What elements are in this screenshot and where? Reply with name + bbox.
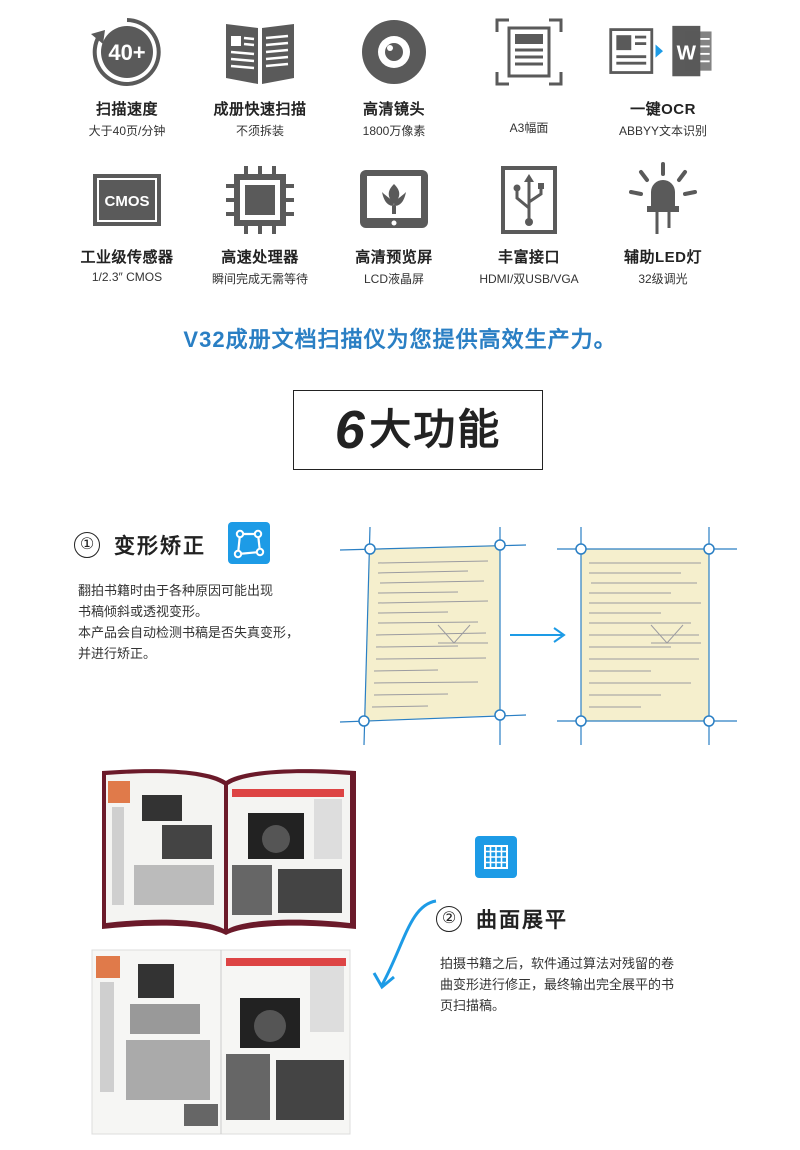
feature-title: 高清镜头	[362, 101, 425, 118]
cpu-chip-icon	[226, 166, 294, 234]
ocr-to-word-icon: W	[609, 25, 712, 77]
feature-title	[459, 98, 599, 116]
feature-book-scan: 成册快速扫描 不须拆装	[190, 12, 330, 139]
section-number: ①	[74, 532, 100, 558]
feature-subtitle: HDMI/双USB/VGA	[479, 272, 579, 286]
feature-subtitle: A3幅面	[509, 121, 549, 135]
feature-subtitle: 1/2.3″ CMOS	[91, 270, 163, 284]
arrow-right-icon	[510, 627, 566, 643]
usb-port-icon	[501, 166, 557, 234]
feature-title: 高清预览屏	[355, 249, 433, 266]
svg-text:40+: 40+	[108, 40, 145, 65]
feature-a3: A3幅面	[459, 12, 599, 136]
feature-interfaces: 丰富接口 HDMI/双USB/VGA	[459, 160, 599, 287]
feature-led: 辅助LED灯 32级调光	[593, 160, 733, 287]
svg-text:W: W	[677, 41, 697, 64]
a3-document-icon	[495, 18, 563, 86]
crop-polygon-icon	[228, 522, 270, 564]
svg-text:CMOS: CMOS	[105, 193, 150, 210]
feature-sensor: CMOS 工业级传感器 1/2.3″ CMOS	[57, 160, 197, 284]
feature-title: 辅助LED灯	[623, 249, 702, 266]
feature-hd-lens: 高清镜头 1800万像素	[324, 12, 464, 139]
feature-scan-speed: 40+ 扫描速度 大于40页/分钟	[57, 12, 197, 139]
lcd-screen-icon	[360, 170, 428, 228]
feature-title: 工业级传感器	[80, 249, 174, 266]
feature-subtitle: 32级调光	[638, 272, 688, 286]
speed-gauge-icon: 40+	[91, 18, 161, 86]
feature-subtitle: 1800万像素	[362, 124, 426, 138]
grid-flatten-icon	[475, 836, 517, 878]
feature-title: 一键OCR	[630, 101, 696, 118]
feature-subtitle: ABBYY文本识别	[618, 124, 708, 138]
open-book-icon	[226, 24, 294, 84]
section1-description: 翻拍书籍时由于各种原因可能出现 书稿倾斜或透视变形。 本产品会自动检测书稿是否失…	[78, 583, 300, 661]
feature-subtitle: 瞬间完成无需等待	[211, 272, 308, 286]
feature-title: 成册快速扫描	[213, 101, 307, 118]
headline-number: 6	[334, 400, 365, 460]
cmos-sensor-icon: CMOS	[93, 174, 161, 226]
six-functions-headline: 6 大功能	[293, 390, 543, 470]
headline-text: 大功能	[369, 406, 502, 453]
tagline: V32成册文档扫描仪为您提供高效生产力。	[183, 327, 617, 352]
section-label: 曲面展平	[476, 909, 568, 932]
skewed-document-image	[339, 526, 527, 746]
feature-processor: 高速处理器 瞬间完成无需等待	[190, 160, 330, 287]
section1-title: ① 变形矫正	[74, 530, 206, 560]
section-number: ②	[436, 906, 462, 932]
feature-ocr: W 一键OCR ABBYY文本识别	[593, 12, 733, 139]
feature-subtitle: LCD液晶屏	[363, 272, 424, 286]
corrected-document-image	[557, 527, 737, 745]
curved-book-image	[102, 769, 356, 935]
camera-lens-icon	[362, 20, 426, 84]
section-label: 变形矫正	[114, 535, 206, 558]
feature-subtitle: 大于40页/分钟	[88, 124, 166, 138]
led-light-icon	[629, 162, 697, 234]
feature-title: 扫描速度	[95, 101, 158, 118]
section2-title: ② 曲面展平	[436, 904, 568, 934]
feature-title: 丰富接口	[497, 249, 560, 266]
feature-preview-screen: 高清预览屏 LCD液晶屏	[324, 160, 464, 287]
section2-description: 拍摄书籍之后，软件通过算法对残留的卷 曲变形进行修正，最终输出完全展平的书 页扫…	[440, 956, 675, 1013]
flattened-book-image	[91, 949, 351, 1135]
feature-title: 高速处理器	[221, 249, 299, 266]
feature-subtitle: 不须拆装	[235, 124, 284, 138]
curved-arrow-icon	[372, 899, 437, 990]
